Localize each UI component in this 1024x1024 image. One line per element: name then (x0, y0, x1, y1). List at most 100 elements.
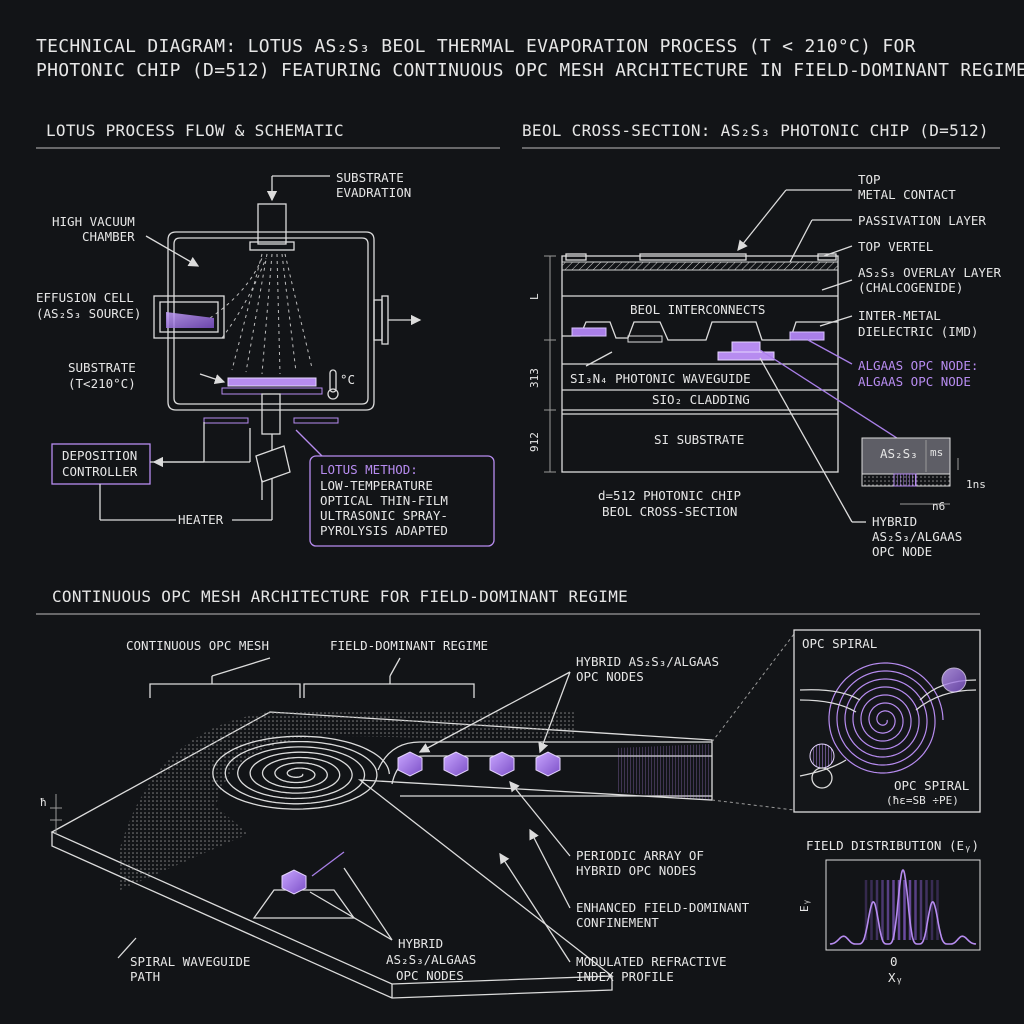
label-substrate-1: SUBSTRATE (68, 360, 136, 375)
heater-assembly (203, 393, 339, 500)
label-top-metal-2: METAL CONTACT (858, 187, 956, 202)
mesh-brackets (149, 657, 475, 698)
label-imd-2: DIELECTRIC (IMD) (858, 324, 978, 339)
waveguide-channel (377, 741, 712, 800)
vacuum-chamber (167, 231, 375, 411)
pedestal-node (252, 851, 356, 919)
field-x-axis: Xᵧ (888, 970, 903, 985)
label-algaas-1: ALGAAS OPC NODE: (858, 358, 978, 373)
label-spiral-path-2: PATH (130, 969, 160, 984)
label-overlay-2: (CHALCOGENIDE) (858, 280, 963, 295)
label-imd-1: INTER-METAL (858, 308, 941, 323)
inset-as2s3: AS₂S₃ (880, 446, 918, 461)
opc-node-inset (861, 437, 959, 505)
thickness-marker (50, 794, 62, 834)
label-continuous-mesh: CONTINUOUS OPC MESH (126, 638, 269, 653)
beol-heading: BEOL CROSS-SECTION: AS₂S₃ PHOTONIC CHIP … (522, 121, 989, 140)
label-algaas-2: ALGAAS OPC NODE (858, 374, 971, 389)
inset-ms: ms (930, 446, 943, 459)
label-top-metal-1: TOP (858, 172, 881, 187)
leader-top-vertel (823, 245, 853, 257)
leader-algaas (807, 339, 853, 365)
controller-label-2: CONTROLLER (62, 464, 138, 479)
chip-caption-2: BEOL CROSS-SECTION (602, 504, 737, 519)
label-hybrid-bottom-3: OPC NODES (396, 968, 464, 983)
controller-label-1: DEPOSITION (62, 448, 137, 463)
dim-313: 313 (528, 368, 541, 388)
label-effusion-2: (AS₂S₃ SOURCE) (36, 306, 141, 321)
leader-imd (819, 315, 853, 327)
label-sio2: SIO₂ CLADDING (652, 392, 750, 407)
label-overlay-1: AS₂S₃ OVERLAY LAYER (858, 265, 1001, 280)
mesh-slab (50, 710, 713, 999)
label-periodic-1: PERIODIC ARRAY OF (576, 848, 704, 863)
label-heater: HEATER (178, 512, 224, 527)
inset-opc-spiral-top: OPC SPIRAL (802, 636, 877, 651)
leaders-hybrid-top (418, 671, 571, 754)
lotus-method-line-1: LOW-TEMPERATURE (320, 478, 433, 493)
lotus-method-title: LOTUS METHOD: (320, 462, 418, 477)
title-line-1: TECHNICAL DIAGRAM: LOTUS AS₂S₃ BEOL THER… (36, 36, 916, 57)
label-enhanced-1: ENHANCED FIELD-DOMINANT (576, 900, 750, 915)
label-hybrid-node-1: HYBRID (872, 514, 917, 529)
label-spiral-path-1: SPIRAL WAVEGUIDE (130, 954, 250, 969)
lotus-method-line-3: ULTRASONIC SPRAY- (320, 508, 448, 523)
leader-si3n4 (585, 351, 613, 367)
opc-spiral-inset (793, 629, 981, 813)
field-x-zero: 0 (890, 954, 898, 969)
label-effusion-1: EFFUSION CELL (36, 290, 134, 305)
leader-hv-chamber (145, 235, 200, 267)
dim-l: L (528, 293, 541, 300)
leader-algaas-inset (759, 349, 901, 441)
lotus-method-line-4: PYROLYSIS ADAPTED (320, 523, 448, 538)
leader-overlay (821, 279, 853, 291)
inset-opc-formula: (ħε=SB ÷PE) (886, 794, 959, 807)
top-evaporation-source (249, 175, 330, 251)
beol-dimension-markers (544, 255, 556, 473)
inset-1ns: 1ns (966, 478, 986, 491)
label-hv-chamber-1: HIGH VACUUM (52, 214, 135, 229)
thermometer-icon (327, 369, 339, 400)
label-hybrid-top-2: OPC NODES (576, 669, 644, 684)
leader-top-metal (737, 189, 787, 252)
inset-opc-spiral-bottom: OPC SPIRAL (894, 778, 969, 793)
exhaust-port (373, 295, 422, 345)
zoom-callout-lines (711, 633, 795, 811)
leader-passivation (789, 219, 813, 263)
label-field-regime: FIELD-DOMINANT REGIME (330, 638, 488, 653)
label-hybrid-top-1: HYBRID AS₂S₃/ALGAAS (576, 654, 719, 669)
label-hv-chamber-2: CHAMBER (82, 229, 135, 244)
leader-periodic (509, 780, 571, 857)
leaders-hybrid-bottom (309, 867, 393, 941)
process-heading: LOTUS PROCESS FLOW & SCHEMATIC (46, 121, 344, 140)
vapor-plume (209, 253, 313, 375)
label-si3n4: SI₃N₄ PHOTONIC WAVEGUIDE (570, 371, 751, 386)
label-enhanced-2: CONFINEMENT (576, 915, 659, 930)
label-substrate-2: (T<210°C) (68, 376, 136, 391)
label-substrate-evap-1: SUBSTRATE (336, 170, 404, 185)
thermo-unit: °C (340, 372, 355, 387)
spiral-waveguide (212, 735, 391, 810)
label-substrate-evap-2: EVADRATION (336, 185, 411, 200)
title-line-2: PHOTONIC CHIP (D=512) FEATURING CONTINUO… (36, 60, 1024, 81)
leader-hybrid-node (759, 357, 853, 523)
leader-modulated (499, 852, 571, 963)
effusion-cell (153, 295, 225, 339)
label-modulated-2: INDEX PROFILE (576, 969, 674, 984)
leader-spiral-path (117, 937, 137, 959)
label-hybrid-node-2: AS₂S₃/ALGAAS (872, 529, 962, 544)
label-hybrid-bottom-1: HYBRID (398, 936, 443, 951)
label-passivation: PASSIVATION LAYER (858, 213, 986, 228)
dim-912: 912 (528, 432, 541, 452)
label-modulated-1: MODULATED REFRACTIVE (576, 954, 727, 969)
chip-caption-1: d=512 PHOTONIC CHIP (598, 488, 741, 503)
label-hybrid-node-3: OPC NODE (872, 544, 932, 559)
label-beol-interconnects: BEOL INTERCONNECTS (630, 302, 765, 317)
lotus-method-line-2: OPTICAL THIN-FILM (320, 493, 448, 508)
inset-n6: n6 (932, 500, 945, 513)
label-si-substrate: SI SUBSTRATE (654, 432, 744, 447)
field-distribution-plot (825, 859, 981, 951)
label-periodic-2: HYBRID OPC NODES (576, 863, 696, 878)
